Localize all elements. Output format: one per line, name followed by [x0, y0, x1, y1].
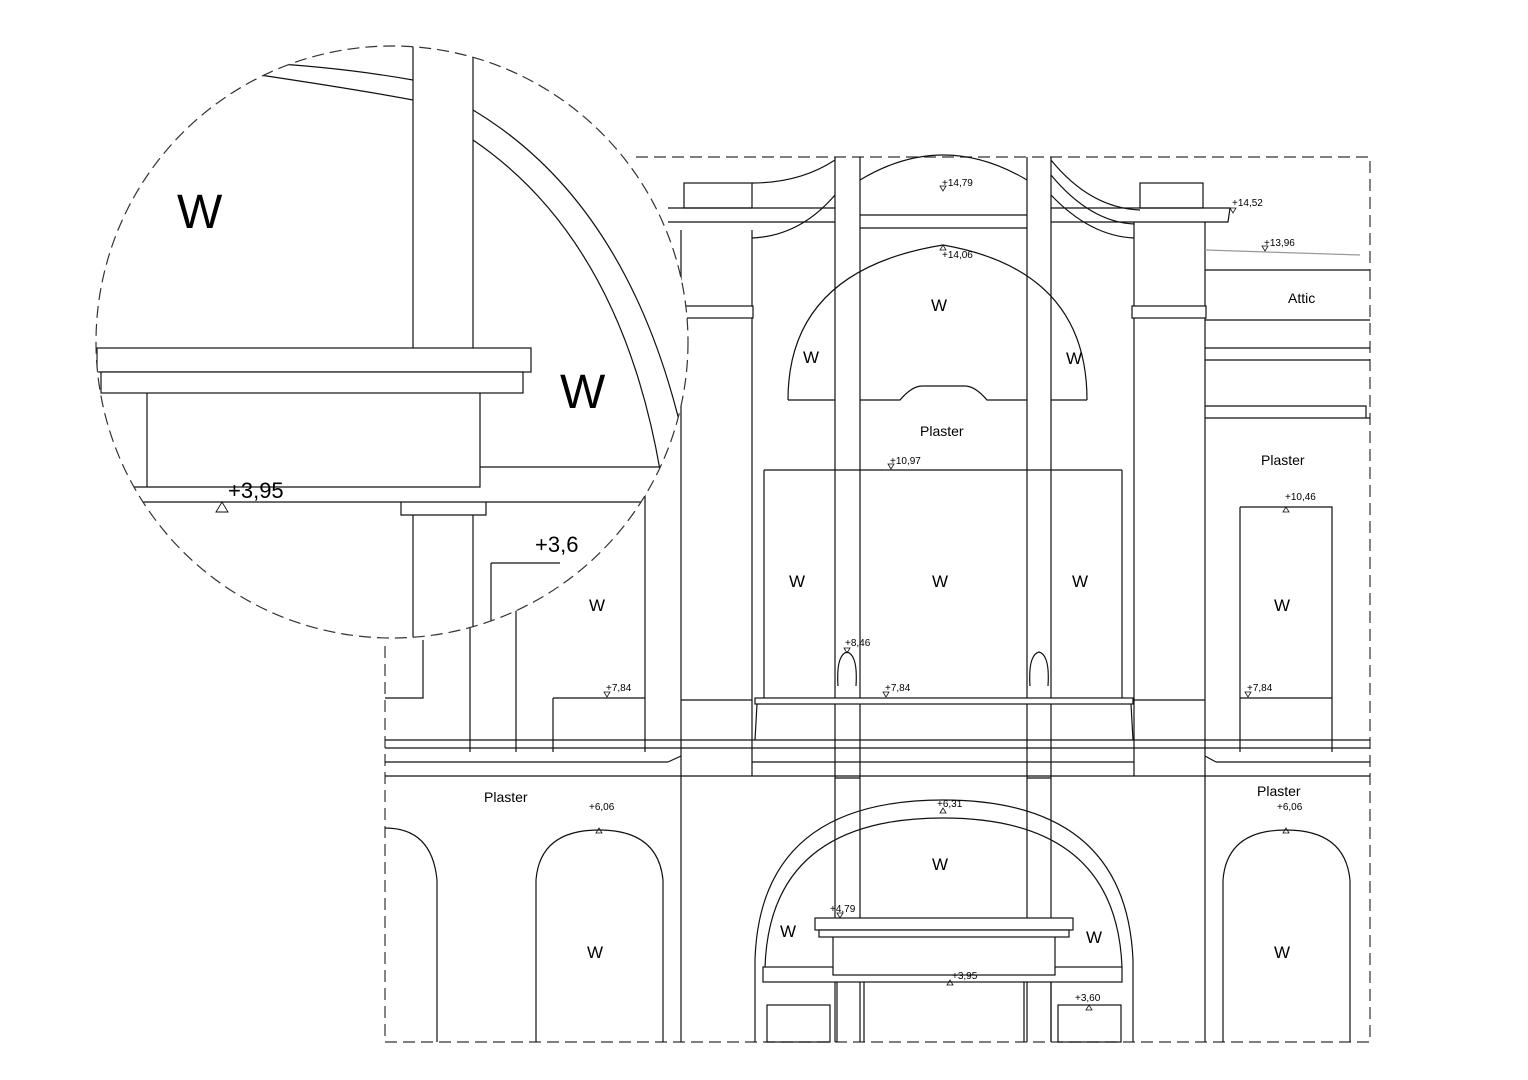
- level-label: +6,06: [1277, 802, 1303, 813]
- inset-circle-border: [95, 45, 689, 639]
- inset-window-label: W: [560, 366, 606, 419]
- text-labels: Attic Plaster Plaster Plaster Plaster W …: [484, 178, 1316, 1011]
- level-label: +3,95: [952, 971, 978, 982]
- level-label: +14,06: [942, 250, 973, 261]
- level-markers: +14,79 +14,52 +13,96 +14,06 +10,97 +10,4…: [589, 178, 1316, 1011]
- label-attic: Attic: [1288, 290, 1315, 306]
- window-label: W: [587, 943, 603, 962]
- window-label: W: [932, 855, 948, 874]
- level-label: +7,84: [885, 683, 911, 694]
- window-label: W: [1086, 928, 1102, 947]
- level-label: +10,46: [1285, 492, 1316, 503]
- inset-level-label: +3,95: [228, 478, 284, 503]
- window-label: W: [931, 296, 947, 315]
- label-plaster: Plaster: [484, 789, 528, 805]
- window-label: W: [780, 922, 796, 941]
- level-label: +3,60: [1075, 993, 1101, 1004]
- window-label: W: [789, 572, 805, 591]
- level-label: +8,46: [845, 638, 871, 649]
- level-label: +7,84: [606, 683, 632, 694]
- main-elevation: [384, 154, 1371, 1043]
- level-label: +13,96: [1264, 238, 1295, 249]
- level-label: +10,97: [890, 456, 921, 467]
- magnified-inset: W W +3,95 +3,6: [95, 45, 689, 639]
- frame-dashed-border: [384, 156, 1371, 1043]
- window-label: W: [589, 596, 605, 615]
- level-label: +6,06: [589, 802, 615, 813]
- level-label: +14,52: [1232, 198, 1263, 209]
- level-label: +14,79: [942, 178, 973, 189]
- label-plaster: Plaster: [920, 423, 964, 439]
- window-label: W: [803, 348, 819, 367]
- inset-window-label: W: [177, 186, 223, 239]
- window-label: W: [1072, 572, 1088, 591]
- inset-level-label: +3,6: [535, 532, 578, 557]
- window-label: W: [932, 572, 948, 591]
- window-label: W: [1274, 596, 1290, 615]
- level-label: +7,84: [1247, 683, 1273, 694]
- level-label: +4,79: [830, 904, 856, 915]
- window-label: W: [1274, 943, 1290, 962]
- window-label: W: [1066, 349, 1082, 368]
- label-plaster: Plaster: [1257, 783, 1301, 799]
- label-plaster: Plaster: [1261, 452, 1305, 468]
- level-label: +6,31: [937, 799, 963, 810]
